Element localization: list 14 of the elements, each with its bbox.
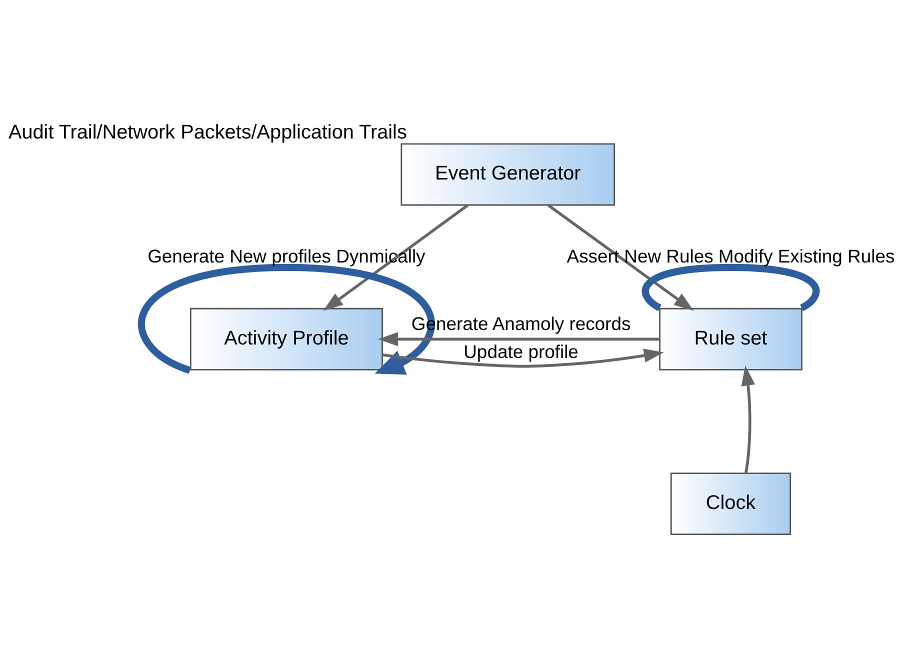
arrow: [138, 264, 435, 375]
edge-label: Update profile: [464, 341, 578, 362]
arrow: [378, 332, 660, 346]
node-box: Clock: [670, 472, 792, 536]
edge-label: Assert New Rules Modify Existing Rules: [566, 245, 895, 266]
connector: [642, 264, 820, 311]
arrow: [323, 204, 469, 311]
arrow: [382, 348, 664, 368]
node-label: Audit Trail/Network Packets/Application Trails: [8, 122, 407, 144]
node-box: Rule set: [659, 308, 802, 370]
arrow: [741, 366, 756, 473]
node-box: Event Generator: [400, 143, 616, 206]
node-box: Activity Profile: [190, 308, 383, 370]
arrow: [547, 204, 694, 311]
